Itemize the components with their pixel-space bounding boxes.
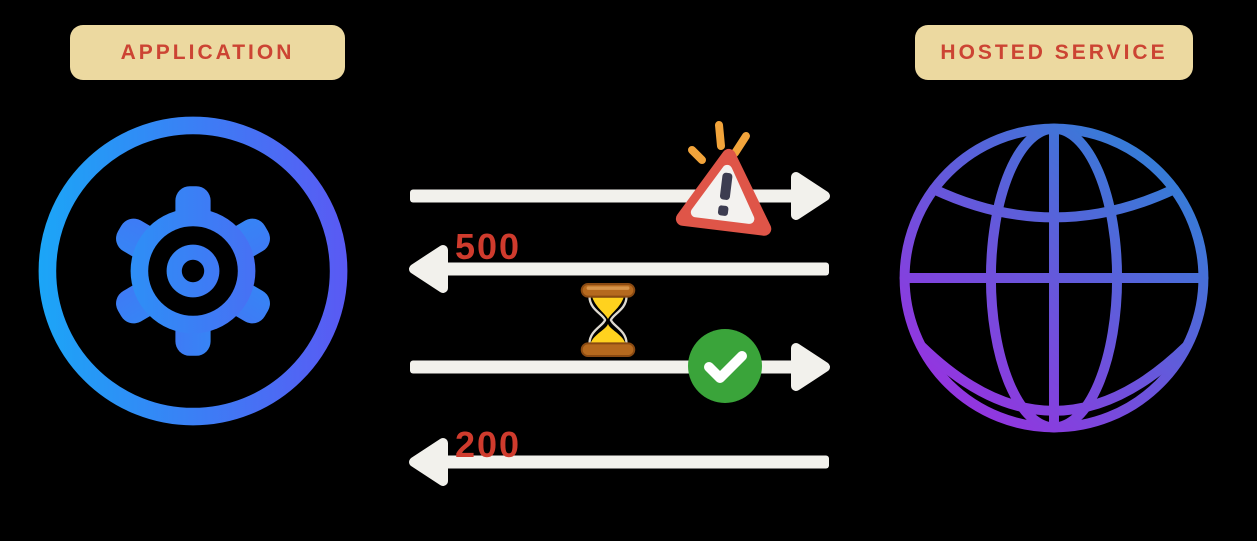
globe-icon [888,109,1220,447]
response-arrow-200 [406,434,829,490]
gear-icon [33,109,353,433]
warning-icon [672,116,784,238]
hosted-service-label: HOSTED SERVICE [915,25,1193,80]
hourglass-icon [580,283,636,357]
response-arrow-500 [406,241,829,297]
status-code-500: 500 [455,226,522,267]
application-label: APPLICATION [70,25,345,80]
check-icon [688,329,762,403]
status-code-200: 200 [455,424,522,465]
